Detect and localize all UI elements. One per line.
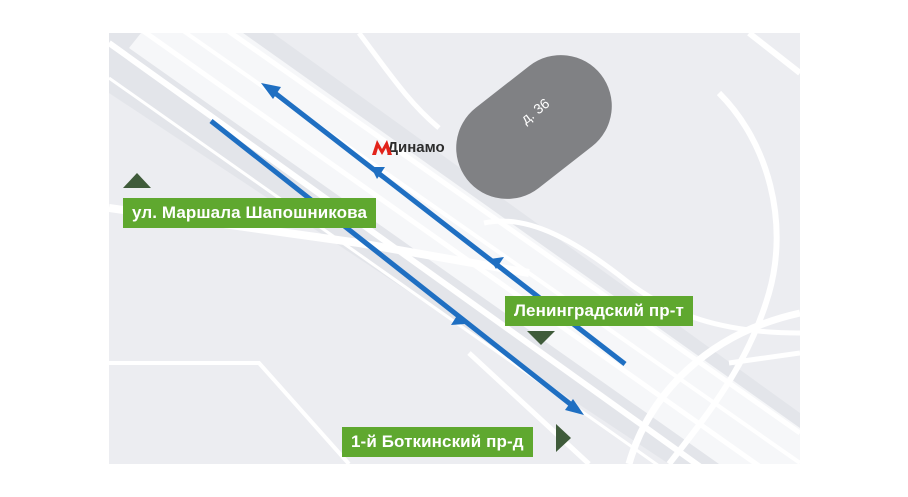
road-line — [728, 350, 800, 366]
road-line — [226, 33, 800, 436]
metro-m-icon — [372, 140, 392, 155]
street-label-marshala: ул. Маршала Шапошникова — [123, 198, 377, 228]
road-line — [356, 33, 441, 130]
road-network — [109, 33, 800, 464]
road-line — [747, 33, 800, 76]
road-line — [483, 218, 800, 336]
map-canvas[interactable]: д. 36 Динамо ул. Маршала Шапошникова Лен… — [109, 33, 800, 464]
road-line — [109, 361, 351, 464]
road-line — [467, 351, 591, 464]
street-label-botkinsky: 1-й Боткинский пр-д — [342, 427, 533, 457]
route-arrowhead — [451, 314, 465, 325]
road-surface — [129, 33, 800, 464]
road-line — [666, 90, 780, 464]
route-line-marshala-down — [209, 119, 576, 409]
street-label-leningradsky: Ленинградский пр-т — [505, 296, 693, 326]
map-base — [109, 33, 800, 464]
building-shape — [456, 55, 612, 199]
street-label-text: ул. Маршала Шапошникова — [132, 203, 368, 222]
road-line — [625, 309, 800, 464]
road-line — [109, 40, 702, 464]
label-tick — [527, 331, 555, 345]
label-tick — [556, 424, 571, 452]
route-arrowhead — [371, 167, 385, 179]
street-label-text: 1-й Боткинский пр-д — [351, 432, 524, 451]
route-arrowhead — [261, 83, 281, 99]
metro-station-name: Динамо — [387, 139, 445, 156]
route-arrowhead — [565, 399, 584, 415]
label-tick — [123, 173, 151, 188]
route-arrowhead — [490, 257, 504, 269]
metro-station[interactable]: Динамо — [371, 139, 461, 156]
street-label-text: Ленинградский пр-т — [514, 301, 684, 320]
